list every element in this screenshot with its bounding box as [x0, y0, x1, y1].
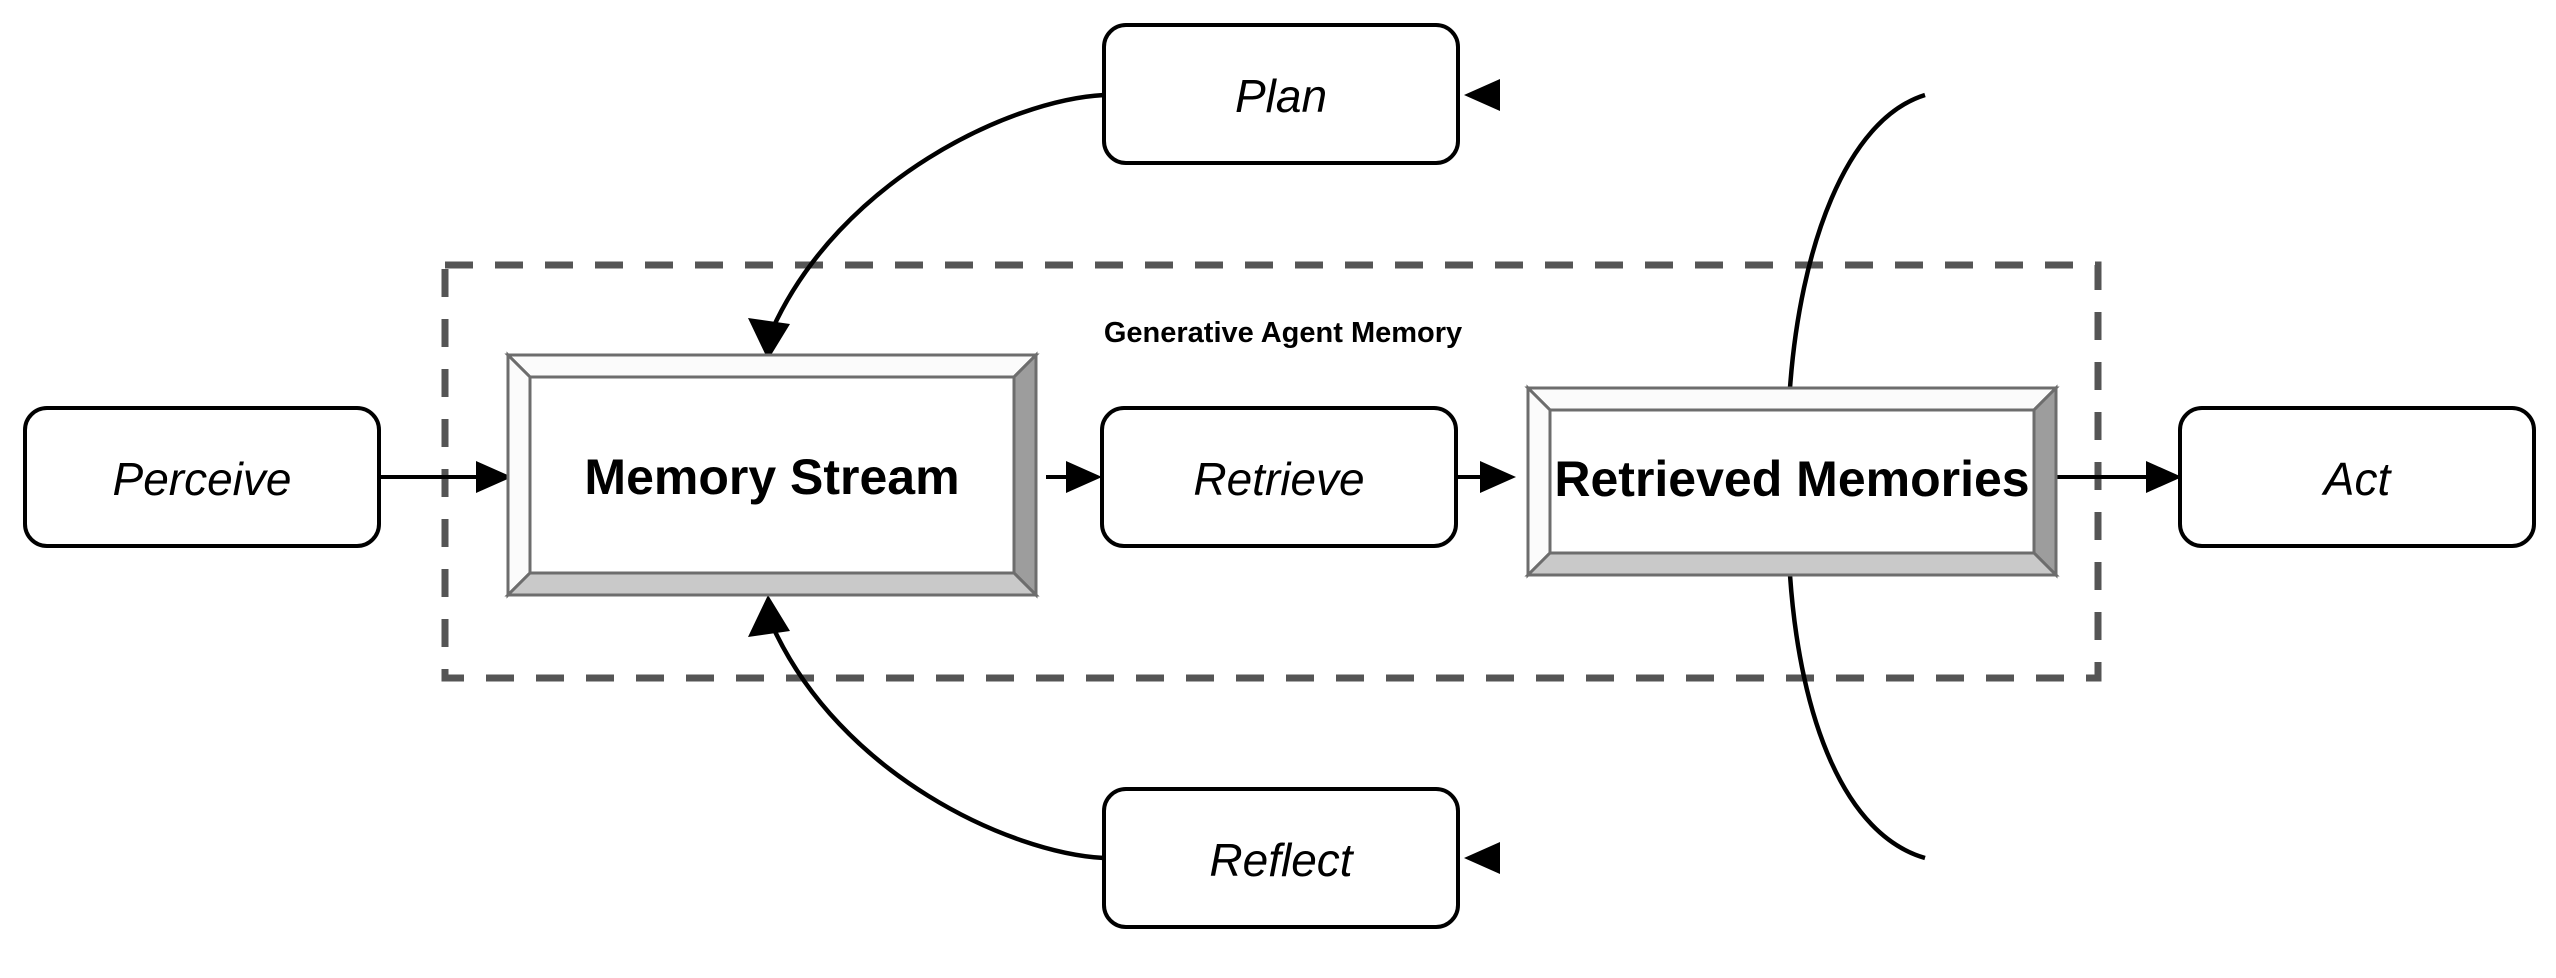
arrowhead-into-memory-stream-top [748, 318, 790, 360]
node-plan[interactable]: Plan [1102, 23, 1460, 165]
memory-stream-bevel-bottom [504, 571, 1040, 597]
retrieve-box[interactable] [1100, 406, 1458, 548]
retrieved-memories-bevel-right [2032, 384, 2058, 579]
memory-stream-bevel-right [1012, 351, 1038, 599]
node-retrieved-memories[interactable]: Retrieved Memories [1524, 384, 2060, 579]
arrowhead-into-memory-stream-bottom [748, 595, 790, 637]
edge-retrieved-memories-to-reflect [1787, 574, 1926, 861]
arrowhead-into-reflect [1464, 842, 1500, 874]
retrieved-memories-bevel-left [1526, 384, 1552, 579]
reflect-label: Reflect [1209, 834, 1354, 886]
node-retrieve[interactable]: Retrieve [1100, 406, 1458, 548]
arrowhead-act-left [2146, 461, 2182, 493]
edge-plan-to-memory-stream [769, 92, 1105, 331]
retrieved-memories-bevel-top [1524, 386, 2060, 412]
act-label: Act [2321, 453, 2393, 505]
act-box[interactable] [2178, 406, 2536, 548]
memory-stream-bevel-left [506, 351, 532, 599]
edge-reflect-to-memory-stream [769, 624, 1105, 861]
memory-stream-panel [528, 375, 1016, 575]
edge-retrieved-memories-to-plan [1787, 92, 1926, 389]
node-act[interactable]: Act [2178, 406, 2536, 548]
reflect-box[interactable] [1102, 787, 1460, 929]
generative-agent-memory-boundary [441, 261, 2102, 682]
memory-stream-bevel-top [504, 353, 1040, 379]
arrowhead-retrieved-memories-left [1480, 461, 1516, 493]
retrieved-memories-label: Retrieved Memories [1554, 451, 2029, 507]
node-perceive[interactable]: Perceive [23, 406, 381, 548]
perceive-label: Perceive [113, 453, 292, 505]
retrieve-label: Retrieve [1193, 453, 1364, 505]
plan-box[interactable] [1102, 23, 1460, 165]
node-memory-stream[interactable]: Memory Stream [504, 351, 1040, 599]
node-reflect[interactable]: Reflect [1102, 787, 1460, 929]
memory-stream-label: Memory Stream [584, 449, 959, 505]
arrowhead-memory-stream-left [476, 461, 512, 493]
retrieved-memories-bevel-bottom [1524, 551, 2060, 577]
plan-label: Plan [1235, 70, 1327, 122]
retrieved-memories-panel [1548, 408, 2036, 555]
arrowhead-into-plan [1464, 79, 1500, 111]
perceive-box[interactable] [23, 406, 381, 548]
arrowhead-retrieve-left [1066, 461, 1102, 493]
group-title-label: Generative Agent Memory [1104, 317, 1462, 349]
